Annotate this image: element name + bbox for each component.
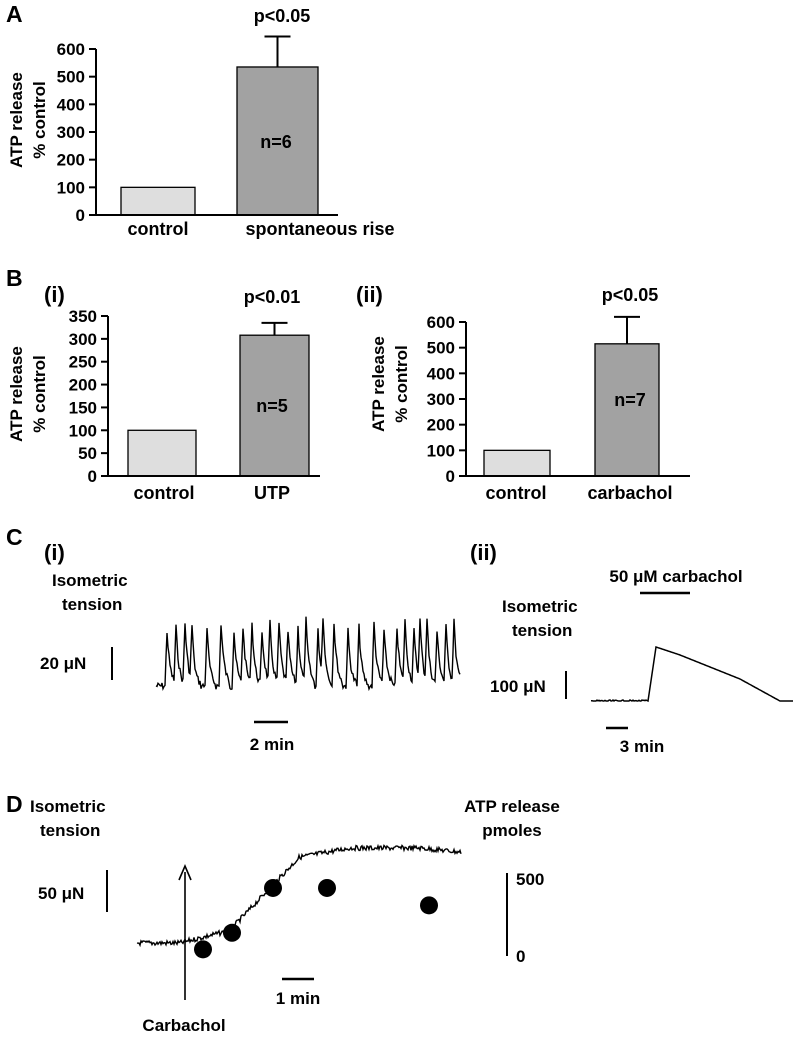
y-tick-label: 150 bbox=[69, 398, 97, 417]
bar-control bbox=[127, 429, 197, 477]
y-axis: 0 100 200 300 400 500 600 bbox=[427, 313, 467, 486]
panel-label-A: A bbox=[6, 1, 23, 27]
p-value-label: p<0.05 bbox=[254, 6, 311, 26]
subpanel-label-C-ii: (ii) bbox=[470, 540, 497, 565]
tension-trace bbox=[136, 843, 462, 948]
y-tick-label: 100 bbox=[69, 421, 97, 440]
trace-C-ii: 50 μM carbachol Isometric tension 100 μN… bbox=[490, 567, 793, 756]
scale-bar-y-label: 100 μN bbox=[490, 677, 546, 696]
subpanel-label-C-i: (i) bbox=[44, 540, 65, 565]
y-tick-label: 350 bbox=[69, 307, 97, 326]
bars bbox=[120, 35, 319, 216]
y-tick-label: 0 bbox=[446, 467, 455, 486]
y-tick-label: 100 bbox=[427, 441, 455, 460]
y-axis-label-line2: % control bbox=[30, 81, 49, 158]
trace-label-line2: tension bbox=[62, 595, 122, 614]
bar-control bbox=[120, 186, 196, 216]
chart-A: ATP release % control 0 100 200 300 400 500 60… bbox=[7, 6, 395, 239]
n-label: n=7 bbox=[614, 390, 646, 410]
y-tick-label: 600 bbox=[57, 40, 85, 59]
y-axis-label-line1: ATP release bbox=[7, 346, 26, 442]
atp-point bbox=[318, 878, 336, 897]
scale-bar-x-label: 2 min bbox=[250, 735, 294, 754]
y-tick-label: 300 bbox=[69, 330, 97, 349]
y-tick-label: 500 bbox=[57, 68, 85, 87]
y-axis-label-line2: % control bbox=[392, 345, 411, 422]
right-label-line1: ATP release bbox=[464, 797, 560, 816]
p-value-label: p<0.05 bbox=[602, 285, 659, 305]
tension-trace bbox=[155, 616, 461, 692]
y-axis-label-line1: ATP release bbox=[369, 336, 388, 432]
n-label: n=6 bbox=[260, 132, 292, 152]
scale-bar-y-label: 20 μN bbox=[40, 654, 86, 673]
tension-trace bbox=[591, 646, 793, 703]
panel-label-C: C bbox=[6, 524, 23, 550]
category-label-carbachol: carbachol bbox=[587, 483, 672, 503]
carbachol-arrow-head bbox=[178, 863, 192, 881]
trace-label-line1: Isometric bbox=[52, 571, 128, 590]
y-axis-label-line1: ATP release bbox=[7, 72, 26, 168]
y-tick-label: 400 bbox=[427, 364, 455, 383]
y-tick-label: 400 bbox=[57, 95, 85, 114]
n-label: n=5 bbox=[256, 396, 288, 416]
y-tick-label: 200 bbox=[69, 376, 97, 395]
atp-point bbox=[420, 896, 438, 915]
y-tick-label: 250 bbox=[69, 353, 97, 372]
trace-C-i: Isometric tension 20 μN 2 min bbox=[40, 571, 461, 754]
trace-label-line2: tension bbox=[40, 821, 100, 840]
y-axis-label-line2: % control bbox=[30, 355, 49, 432]
panel-label-D: D bbox=[6, 791, 23, 817]
subpanel-label-B-ii: (ii) bbox=[356, 282, 383, 307]
right-label-line2: pmoles bbox=[482, 821, 542, 840]
category-label-control: control bbox=[486, 483, 547, 503]
y-tick-label: 500 bbox=[427, 339, 455, 358]
y-tick-label: 300 bbox=[427, 390, 455, 409]
subpanel-label-B-i: (i) bbox=[44, 282, 65, 307]
trace-label-line1: Isometric bbox=[502, 597, 578, 616]
trace-D: Isometric tension ATP release pmoles 50 … bbox=[30, 797, 560, 1035]
bar-control bbox=[483, 449, 551, 477]
category-label-control: control bbox=[134, 483, 195, 503]
atp-scale-bottom-label: 0 bbox=[516, 947, 525, 966]
y-tick-label: 600 bbox=[427, 313, 455, 332]
bar-spontaneous-rise bbox=[236, 66, 319, 216]
y-tick-label: 0 bbox=[76, 206, 85, 225]
chart-B-ii: ATP release % control 0 100 200 300 400 500 60… bbox=[369, 285, 690, 503]
scale-bar-x-label: 3 min bbox=[620, 737, 664, 756]
category-label-control: control bbox=[128, 219, 189, 239]
trace-label-line1: Isometric bbox=[30, 797, 106, 816]
y-tick-label: 50 bbox=[78, 444, 97, 463]
y-tick-label: 200 bbox=[57, 151, 85, 170]
trace-label-line2: tension bbox=[512, 621, 572, 640]
y-tick-label: 100 bbox=[57, 178, 85, 197]
panel-label-B: B bbox=[6, 265, 23, 291]
atp-point bbox=[194, 940, 212, 959]
y-tick-label: 300 bbox=[57, 123, 85, 142]
atp-point bbox=[223, 923, 241, 942]
atp-points bbox=[194, 878, 438, 959]
scale-bar-y-label: 50 μN bbox=[38, 884, 84, 903]
carbachol-label: Carbachol bbox=[142, 1016, 225, 1035]
bars bbox=[483, 315, 660, 477]
atp-point bbox=[264, 878, 282, 897]
y-axis: 0 50 100 150 200 250 300 350 bbox=[69, 307, 109, 486]
bar-UTP bbox=[239, 334, 310, 477]
y-axis: 0 100 200 300 400 500 600 bbox=[57, 40, 97, 225]
stimulus-label: 50 μM carbachol bbox=[609, 567, 742, 586]
bars bbox=[127, 321, 310, 477]
category-label-spontaneous-rise: spontaneous rise bbox=[245, 219, 394, 239]
category-label-UTP: UTP bbox=[254, 483, 290, 503]
y-tick-label: 200 bbox=[427, 416, 455, 435]
p-value-label: p<0.01 bbox=[244, 287, 301, 307]
bar-carbachol bbox=[594, 343, 660, 477]
atp-scale-top-label: 500 bbox=[516, 870, 544, 889]
chart-B-i: ATP release % control 0 50 100 150 200 250 300… bbox=[7, 287, 320, 503]
y-tick-label: 0 bbox=[88, 467, 97, 486]
scale-bar-x-label: 1 min bbox=[276, 989, 320, 1008]
